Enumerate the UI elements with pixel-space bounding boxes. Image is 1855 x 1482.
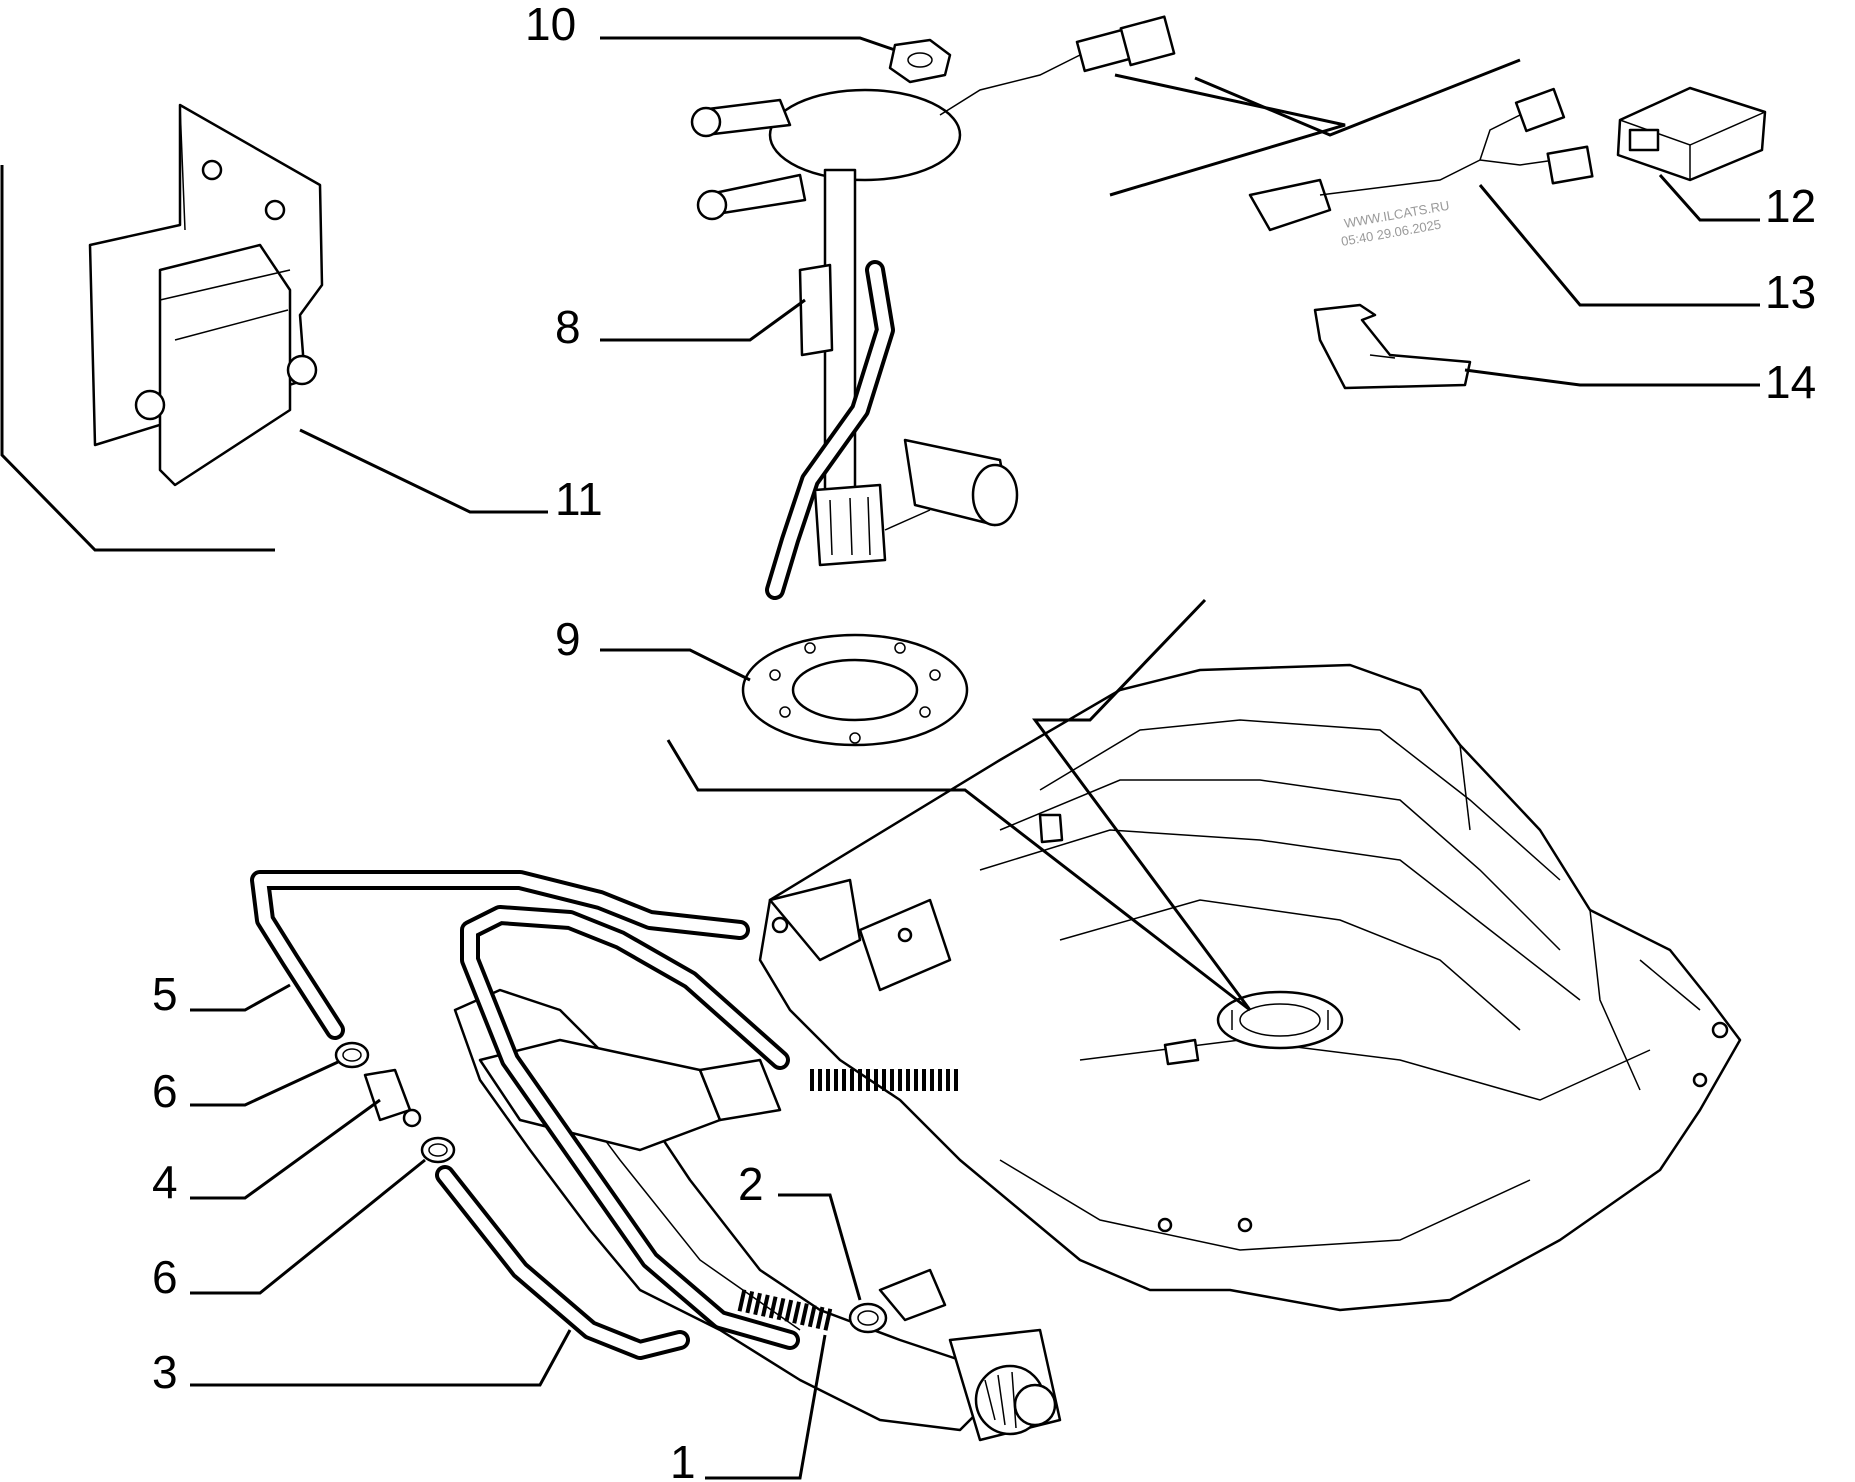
callout-5: 5 <box>152 968 178 1020</box>
callout-11: 11 <box>555 473 603 525</box>
relay-12 <box>1616 86 1767 182</box>
filler-neck <box>453 988 1062 1442</box>
callout-1: 1 <box>670 1436 696 1482</box>
callout-13: 13 <box>1765 266 1816 318</box>
callout-8: 8 <box>555 301 581 353</box>
callout-14: 14 <box>1765 356 1816 408</box>
hose-3 <box>435 1165 690 1360</box>
callout-6-upper: 6 <box>152 1065 178 1117</box>
callout-9: 9 <box>555 613 581 665</box>
bracket-relay-11 <box>88 103 324 487</box>
callout-3: 3 <box>152 1346 178 1398</box>
hose-5 <box>250 870 750 1040</box>
fuel-sender-8 <box>690 15 1176 600</box>
callout-4: 4 <box>152 1156 178 1208</box>
inline-filter-4 <box>363 1068 422 1128</box>
callout-2: 2 <box>738 1158 764 1210</box>
nut-10 <box>888 38 952 84</box>
vent-hose <box>460 905 960 1350</box>
callout-12: 12 <box>1765 180 1816 232</box>
watermark: WWW.ILCATS.RU 05:40 29.06.2025 <box>1340 198 1451 249</box>
callout-10: 10 <box>525 0 576 50</box>
callout-labels: 10 8 11 9 12 13 14 5 6 4 6 3 2 1 <box>152 0 1816 1482</box>
bracket-14 <box>1313 303 1472 390</box>
clamp-6-upper <box>334 1041 370 1069</box>
clamp-6-lower <box>420 1136 456 1164</box>
gasket-9 <box>741 633 969 747</box>
clamp-2 <box>848 1268 947 1334</box>
leader-lines <box>0 36 1760 1480</box>
callout-6-lower: 6 <box>152 1251 178 1303</box>
harness-13 <box>1248 87 1594 232</box>
fuel-tank <box>758 663 1742 1312</box>
